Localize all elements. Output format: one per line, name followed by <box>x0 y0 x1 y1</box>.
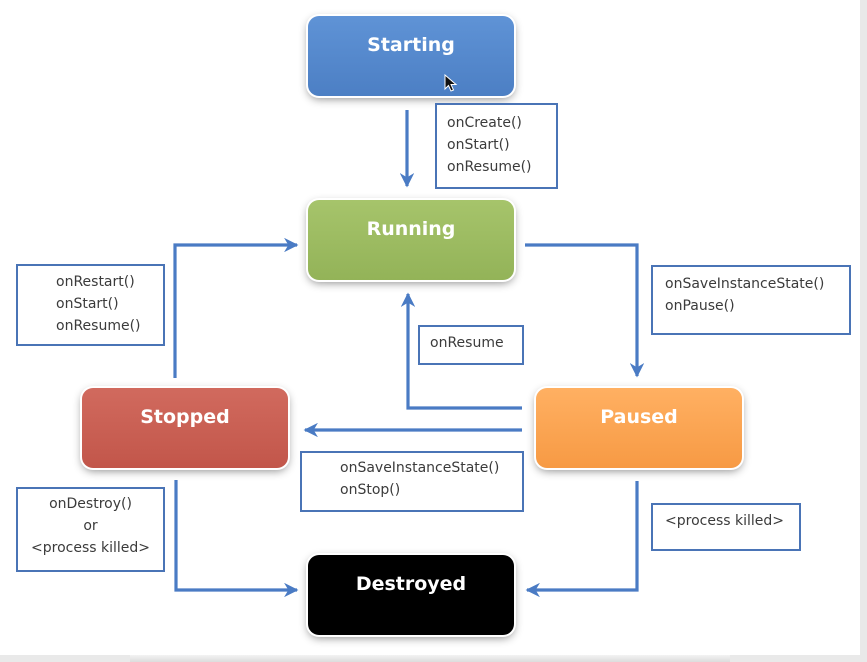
callback-text: <process killed> <box>665 513 784 529</box>
callback-text: <process killed> <box>31 540 150 556</box>
arrow-stopped-to-running <box>173 237 299 378</box>
callback-text: onStart() <box>447 137 510 153</box>
arrow-paused-to-running <box>400 292 522 410</box>
callback-text: onRestart() <box>56 274 135 290</box>
callback-text: onStop() <box>340 482 401 498</box>
arrow-paused-to-destroyed <box>525 481 639 598</box>
callback-text: onSaveInstanceState() <box>665 276 825 292</box>
window-bottom-edge <box>130 655 730 662</box>
transition-label-paused-destroyed: <process killed> <box>651 503 801 551</box>
callback-text: onPause() <box>665 298 735 314</box>
transition-label-running-paused: onSaveInstanceState() onPause() <box>651 265 851 335</box>
arrow-stopped-to-destroyed <box>174 480 299 598</box>
state-running-label: Running <box>366 218 456 240</box>
state-destroyed: Destroyed <box>308 555 514 635</box>
callback-text: or <box>83 518 98 534</box>
callback-text: onSaveInstanceState() <box>340 460 500 476</box>
callback-text: onStart() <box>56 296 119 312</box>
transition-label-paused-stopped: onSaveInstanceState() onStop() <box>300 451 524 512</box>
state-stopped: Stopped <box>82 388 288 468</box>
mouse-pointer-icon <box>444 74 458 92</box>
callback-text: onResume <box>430 335 504 351</box>
state-starting-label: Starting <box>367 34 455 56</box>
callback-text: onResume() <box>56 318 141 334</box>
state-destroyed-label: Destroyed <box>355 573 467 595</box>
transition-label-starting-running: onCreate() onStart() onResume() <box>435 103 558 189</box>
transition-label-paused-running: onResume <box>418 325 524 365</box>
state-paused-label: Paused <box>600 406 678 428</box>
transition-label-stopped-destroyed: onDestroy() or <process killed> <box>16 487 165 572</box>
transition-label-stopped-running: onRestart() onStart() onResume() <box>16 264 165 346</box>
state-paused: Paused <box>536 388 742 468</box>
callback-text: onResume() <box>447 159 532 175</box>
callback-text: onDestroy() <box>49 496 132 512</box>
state-stopped-label: Stopped <box>140 406 230 428</box>
state-running: Running <box>308 200 514 280</box>
callback-text: onCreate() <box>447 115 522 131</box>
arrow-running-to-paused <box>525 243 645 378</box>
state-starting: Starting <box>308 16 514 96</box>
